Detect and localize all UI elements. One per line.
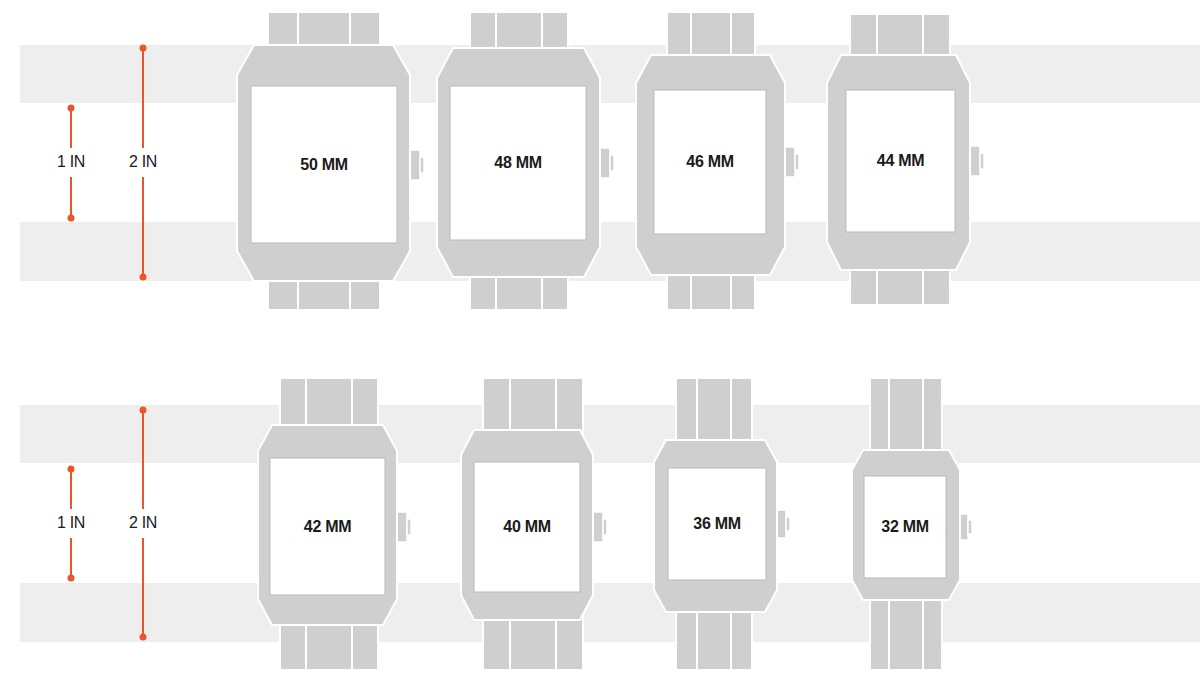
watch <box>461 378 607 670</box>
watch-crown <box>980 153 984 169</box>
ground-band <box>20 222 1200 281</box>
ruler-line <box>70 538 72 578</box>
ruler-line <box>142 538 144 637</box>
ruler-dot <box>140 45 147 52</box>
watch-dial <box>251 86 397 243</box>
watch-dial <box>474 462 580 592</box>
ruler-label: 2 IN <box>129 153 157 171</box>
watch-crown <box>610 155 614 171</box>
watch <box>654 378 790 670</box>
watch-case <box>237 45 410 281</box>
ground-band <box>20 405 1200 463</box>
ruler-dot <box>68 105 75 112</box>
watch-case <box>461 430 593 620</box>
size-label: 44 MM <box>877 152 924 170</box>
watch-crown <box>970 146 980 176</box>
ruler-label: 1 IN <box>57 153 85 171</box>
ruler-dot <box>140 634 147 641</box>
size-label: 48 MM <box>494 154 541 172</box>
watch-face: 40 MM <box>474 462 580 592</box>
ruler-line <box>70 108 72 148</box>
ruler-line <box>70 469 72 509</box>
watch-crown <box>795 154 799 170</box>
watch-case <box>827 55 970 270</box>
watch-face: 46 MM <box>654 90 766 234</box>
watch-dial <box>668 468 766 580</box>
ground-band <box>20 583 1200 642</box>
watch-case <box>258 425 397 625</box>
watch-case <box>437 48 600 277</box>
watch-crown <box>407 519 411 535</box>
ruler-dot <box>68 215 75 222</box>
size-label: 42 MM <box>304 518 351 536</box>
ruler-dot <box>68 466 75 473</box>
size-label: 46 MM <box>686 153 733 171</box>
watch-crown <box>777 510 786 538</box>
watch-face: 32 MM <box>864 476 946 578</box>
watch <box>237 12 424 310</box>
ruler-dot <box>140 407 147 414</box>
watch-crown <box>397 512 407 542</box>
ruler-line <box>70 177 72 218</box>
size-label: 50 MM <box>300 156 347 174</box>
ruler-dot <box>140 274 147 281</box>
ruler-label: 2 IN <box>129 514 157 532</box>
watch-crown <box>968 520 972 534</box>
size-label: 32 MM <box>881 518 928 536</box>
watch-crown <box>410 150 420 180</box>
watch-face: 36 MM <box>668 468 766 580</box>
watch-face: 50 MM <box>251 86 397 243</box>
ground-band <box>20 45 1200 103</box>
watch-case <box>654 440 777 612</box>
watch-dial <box>654 90 766 234</box>
watch-crown <box>593 512 603 542</box>
ruler-line <box>142 48 144 148</box>
watch <box>437 12 614 310</box>
watch-dial <box>864 476 946 578</box>
watch-face: 42 MM <box>270 458 385 595</box>
watch-face: 48 MM <box>450 86 586 240</box>
watch-crown <box>960 514 968 540</box>
ruler-line <box>142 177 144 277</box>
watch-crown <box>600 148 610 178</box>
watch-case <box>852 450 960 600</box>
watch-dial <box>270 458 385 595</box>
watch-face: 44 MM <box>846 90 955 232</box>
ruler-label: 1 IN <box>57 514 85 532</box>
watch-dial <box>846 90 955 232</box>
ruler-dot <box>68 575 75 582</box>
watch-case <box>636 55 785 275</box>
watch-crown <box>786 517 790 531</box>
size-label: 36 MM <box>693 515 740 533</box>
ruler-line <box>142 410 144 509</box>
watch-crown <box>785 147 795 177</box>
size-label: 40 MM <box>503 518 550 536</box>
watch <box>852 378 972 670</box>
watch <box>258 378 411 670</box>
watch-dial <box>450 86 586 240</box>
watch-crown <box>603 519 607 535</box>
watch <box>827 14 984 305</box>
watch-crown <box>420 157 424 173</box>
watch <box>636 12 799 310</box>
